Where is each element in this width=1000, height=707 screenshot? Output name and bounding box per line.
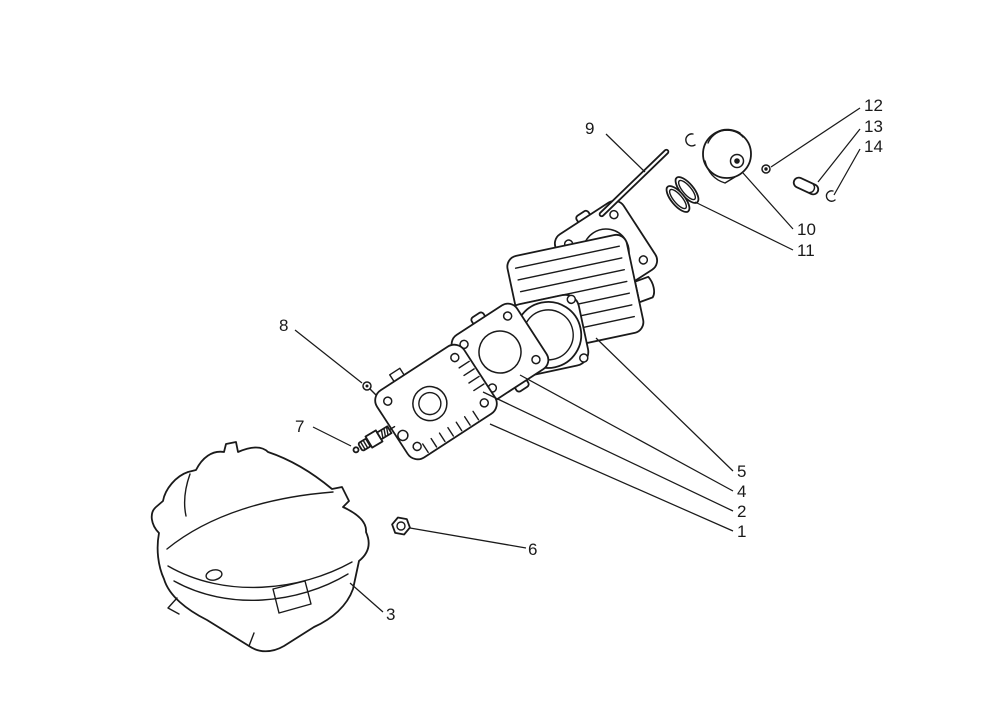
part-piston-pin <box>792 176 820 196</box>
part-piston <box>702 128 752 184</box>
part-circlip-left <box>685 133 696 147</box>
piston-skirt <box>704 160 736 184</box>
plug-electrode <box>388 425 396 431</box>
bolt-hole <box>502 311 513 321</box>
bolt-hole <box>531 354 541 365</box>
wrist-pin-hole <box>734 158 740 164</box>
leader-line-4 <box>519 374 734 492</box>
pin-body <box>792 176 820 196</box>
leader-line-8 <box>294 329 363 384</box>
callout-label-10: 10 <box>797 220 816 239</box>
head-fins-side <box>458 360 485 392</box>
bolt-hole <box>566 294 577 305</box>
cover-outline <box>150 441 370 653</box>
piston-ring-inner <box>677 179 697 201</box>
leader-line-3 <box>349 582 384 613</box>
callout-label-9: 9 <box>585 119 594 138</box>
callout-label-3: 3 <box>386 605 395 624</box>
leader-line-14 <box>833 148 861 196</box>
leader-line-9 <box>605 133 646 173</box>
callout-label-11: 11 <box>797 241 815 260</box>
callout-label-4: 4 <box>737 482 746 501</box>
bolt-hole <box>382 396 393 406</box>
rod-body <box>598 148 670 218</box>
cover-emblem <box>205 569 223 581</box>
part-cover <box>150 441 370 653</box>
leader-line-2 <box>482 391 734 512</box>
head-fins-bottom <box>422 410 480 454</box>
bolt-hole <box>579 353 589 363</box>
leader-line-13 <box>817 128 861 183</box>
plug-insulator-ribs <box>359 438 372 451</box>
leader-line-10 <box>742 172 794 230</box>
leader-line-5 <box>595 337 734 472</box>
part-piston-rings <box>665 176 700 213</box>
bolt-hole <box>638 255 649 265</box>
nut-bore <box>396 521 406 531</box>
bolt-hole <box>450 352 460 363</box>
part-spark-plug <box>352 425 396 454</box>
piston-groove <box>716 128 741 134</box>
piston-ring-inner <box>668 188 688 210</box>
spark-plug-boss <box>397 429 409 442</box>
callout-label-12: 12 <box>864 96 883 115</box>
exhaust-stub <box>634 275 655 304</box>
part-circlip-right <box>825 190 836 202</box>
callout-label-2: 2 <box>737 502 746 521</box>
plug-thread-ticks <box>380 426 389 440</box>
callout-label-5: 5 <box>737 462 746 481</box>
part-screw <box>362 381 377 396</box>
part-washer <box>761 164 771 174</box>
callout-labels: 1 2 3 4 5 6 7 8 9 10 11 12 13 14 <box>279 96 883 624</box>
leader-line-6 <box>409 527 527 549</box>
cover-detail-lines <box>166 473 353 647</box>
leader-line-7 <box>312 426 352 447</box>
combustion-dome <box>412 385 448 422</box>
callout-label-6: 6 <box>528 540 537 559</box>
nut-hex <box>391 516 411 536</box>
pin-end-line <box>808 183 816 194</box>
washer-center <box>764 167 768 171</box>
piston-crown <box>702 129 752 179</box>
callout-label-13: 13 <box>864 117 883 136</box>
piston-ring <box>665 185 691 213</box>
part-rod <box>598 148 670 218</box>
bolt-hole <box>479 398 490 408</box>
plug-terminal <box>352 446 360 454</box>
bolt-hole <box>609 209 619 220</box>
callout-label-7: 7 <box>295 417 304 436</box>
leader-line-1 <box>489 423 734 532</box>
cover-vent <box>272 580 312 614</box>
leader-lines <box>294 107 861 613</box>
combustion-dome-inner <box>418 391 442 416</box>
callout-label-1: 1 <box>737 522 746 541</box>
screw-shank <box>369 388 377 396</box>
bolt-hole <box>412 441 422 452</box>
head-stub <box>389 367 405 383</box>
leader-line-12 <box>770 107 861 168</box>
screw-center <box>365 384 369 388</box>
part-cylinder-head <box>374 343 498 461</box>
callout-label-8: 8 <box>279 316 288 335</box>
callout-label-14: 14 <box>864 137 883 156</box>
part-nut <box>391 516 411 536</box>
leader-line-11 <box>694 201 794 251</box>
gasket-bore-hole <box>478 330 522 374</box>
